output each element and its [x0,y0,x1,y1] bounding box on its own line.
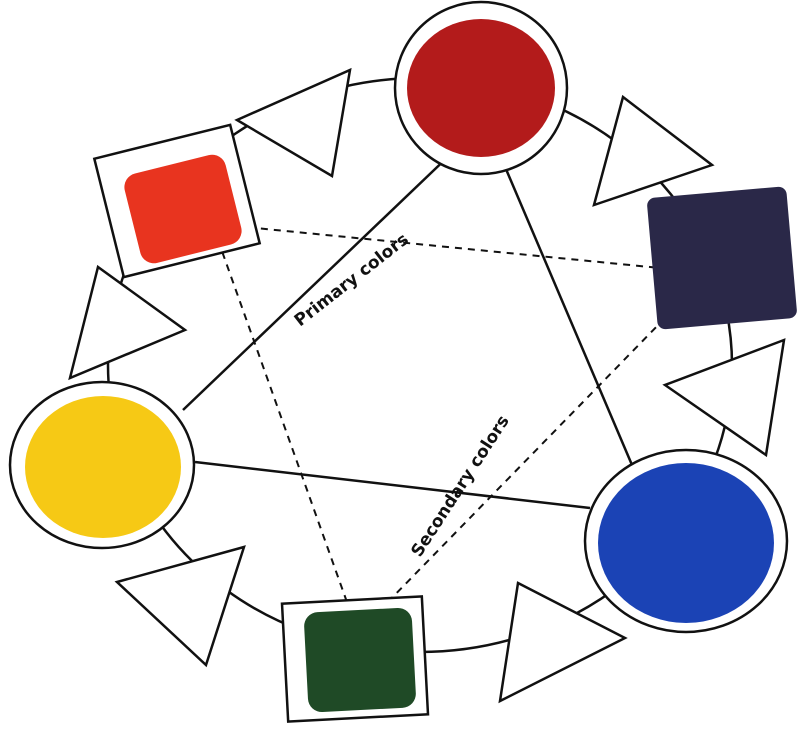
secondary-colors-label: Secondary colors [407,412,513,561]
primary-line-yellow-blue [195,462,590,508]
arrow-triangle-top-left [237,70,350,176]
arrow-triangle-top-right [594,97,712,205]
primary-line-red-blue [500,155,632,465]
primary-colors-label: Primary colors [291,230,413,331]
violet-swatch [647,186,798,330]
arrow-triangle-left [70,267,185,378]
yellow-swatch [25,396,181,538]
secondary-line-orange-violet [235,226,660,268]
arrow-triangle-bottom-right [500,583,625,701]
blue-swatch [598,463,774,623]
arrow-triangle-right [665,340,784,455]
red-swatch [407,19,555,157]
green-swatch [303,607,416,713]
arrow-triangle-bottom-left [117,547,244,665]
